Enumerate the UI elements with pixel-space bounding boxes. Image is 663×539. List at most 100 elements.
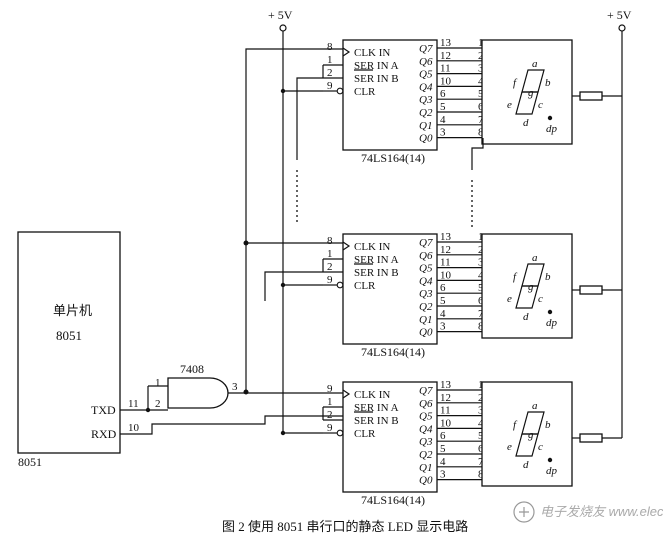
output-pin-number: 12 <box>440 50 451 62</box>
output-label: Q2 <box>419 107 433 119</box>
input-label: SER IN B <box>354 73 399 85</box>
segment-pin-number: 8 <box>478 321 484 333</box>
output-label: Q4 <box>419 423 433 435</box>
output-pin-number: 12 <box>440 392 451 404</box>
output-pin-number: 5 <box>440 295 446 307</box>
chip-body <box>342 381 438 493</box>
output-pin-number: 5 <box>440 101 446 113</box>
output-pin-number: 4 <box>440 114 446 126</box>
segment-pin-number: 6 <box>478 295 484 307</box>
segment-pin-number: 8 <box>478 127 484 139</box>
segment-pin-number: 1 <box>478 379 484 391</box>
mcu-txd: TXD <box>91 403 116 417</box>
input-pin-number: 8 <box>327 41 333 53</box>
svg-text:c: c <box>538 293 543 305</box>
gate-pin2: 2 <box>155 398 161 410</box>
output-pin-number: 3 <box>440 469 446 481</box>
output-pin-number: 6 <box>440 88 446 100</box>
output-pin-number: 4 <box>440 456 446 468</box>
input-label: SER IN A <box>354 402 399 414</box>
svg-text:dp: dp <box>546 123 558 135</box>
output-label: Q1 <box>419 462 432 474</box>
output-label: Q5 <box>419 69 433 81</box>
segment-pin-number: 2 <box>478 392 484 404</box>
segment-pin-number: 4 <box>478 417 484 429</box>
output-pin-number: 4 <box>440 308 446 320</box>
segment-pin-number: 3 <box>478 63 484 75</box>
segment-pin-number: 2 <box>478 244 484 256</box>
segment-pin-number: 3 <box>478 257 484 269</box>
svg-text:d: d <box>523 311 529 323</box>
svg-text:e: e <box>507 293 512 305</box>
output-pin-number: 3 <box>440 321 446 333</box>
segment-pin-number: 5 <box>478 430 484 442</box>
input-pin-number: 1 <box>327 396 333 408</box>
svg-text:b: b <box>545 77 551 89</box>
segment-pin-number: 5 <box>478 88 484 100</box>
input-label: CLR <box>354 280 376 292</box>
svg-text:g: g <box>528 87 534 99</box>
segment-pin-number: 6 <box>478 101 484 113</box>
svg-text:e: e <box>507 441 512 453</box>
svg-text:a: a <box>532 58 538 70</box>
input-pin-number: 9 <box>327 383 333 395</box>
output-label: Q4 <box>419 275 433 287</box>
output-label: Q1 <box>419 120 432 132</box>
output-label: Q6 <box>419 398 433 410</box>
output-pin-number: 11 <box>440 405 451 417</box>
output-label: Q6 <box>419 250 433 262</box>
segment-pin-number: 4 <box>478 269 484 281</box>
output-pin-number: 11 <box>440 63 451 75</box>
output-label: Q4 <box>419 81 433 93</box>
segment-pin-number: 1 <box>478 37 484 49</box>
vcc-label-left: + 5V <box>268 8 293 22</box>
mcu-model: 8051 <box>56 328 82 343</box>
gate-name: 7408 <box>180 362 204 376</box>
output-pin-number: 11 <box>440 257 451 269</box>
output-label: Q0 <box>419 327 433 339</box>
input-pin-number: 9 <box>327 422 333 434</box>
input-pin-number: 1 <box>327 248 333 260</box>
resistor <box>579 285 603 295</box>
svg-text:f: f <box>513 77 518 89</box>
input-pin-number: 2 <box>327 261 333 273</box>
output-label: Q0 <box>419 475 433 487</box>
svg-text:f: f <box>513 419 518 431</box>
clock-bus <box>245 48 343 392</box>
gate-pin1: 1 <box>155 377 161 389</box>
gate-pin3: 3 <box>232 381 238 393</box>
output-pin-number: 13 <box>440 379 452 391</box>
input-label: SER IN A <box>354 60 399 72</box>
input-label: SER IN A <box>354 254 399 266</box>
output-pin-number: 10 <box>440 269 452 281</box>
output-label: Q2 <box>419 301 433 313</box>
output-label: Q7 <box>419 385 433 397</box>
svg-text:b: b <box>545 419 551 431</box>
segment-pin-number: 8 <box>478 469 484 481</box>
svg-text:g: g <box>528 429 534 441</box>
pin-txd-number: 11 <box>128 398 139 410</box>
output-pin-number: 6 <box>440 430 446 442</box>
chip-name: 74LS164(14) <box>361 345 425 359</box>
svg-text:dp: dp <box>546 317 558 329</box>
output-label: Q3 <box>419 436 433 448</box>
segment-pin-number: 5 <box>478 282 484 294</box>
svg-text:c: c <box>538 99 543 111</box>
input-pin-number: 8 <box>327 235 333 247</box>
chip-body <box>342 39 438 151</box>
watermark-text: 电子发烧友 www.elecfans.com <box>540 504 663 519</box>
segment-pin-number: 7 <box>478 308 484 320</box>
segment-pin-number: 1 <box>478 231 484 243</box>
input-label: CLK IN <box>354 241 390 253</box>
input-pin-number: 9 <box>327 80 333 92</box>
output-pin-number: 6 <box>440 282 446 294</box>
input-label: CLR <box>354 86 376 98</box>
vcc-label-right: + 5V <box>607 8 632 22</box>
and-gate-7408: 7408 1 2 3 11 10 <box>120 362 343 435</box>
svg-text:dp: dp <box>546 465 558 477</box>
output-label: Q7 <box>419 237 433 249</box>
svg-text:d: d <box>523 117 529 129</box>
input-pin-number: 2 <box>327 409 333 421</box>
input-label: CLK IN <box>354 47 390 59</box>
